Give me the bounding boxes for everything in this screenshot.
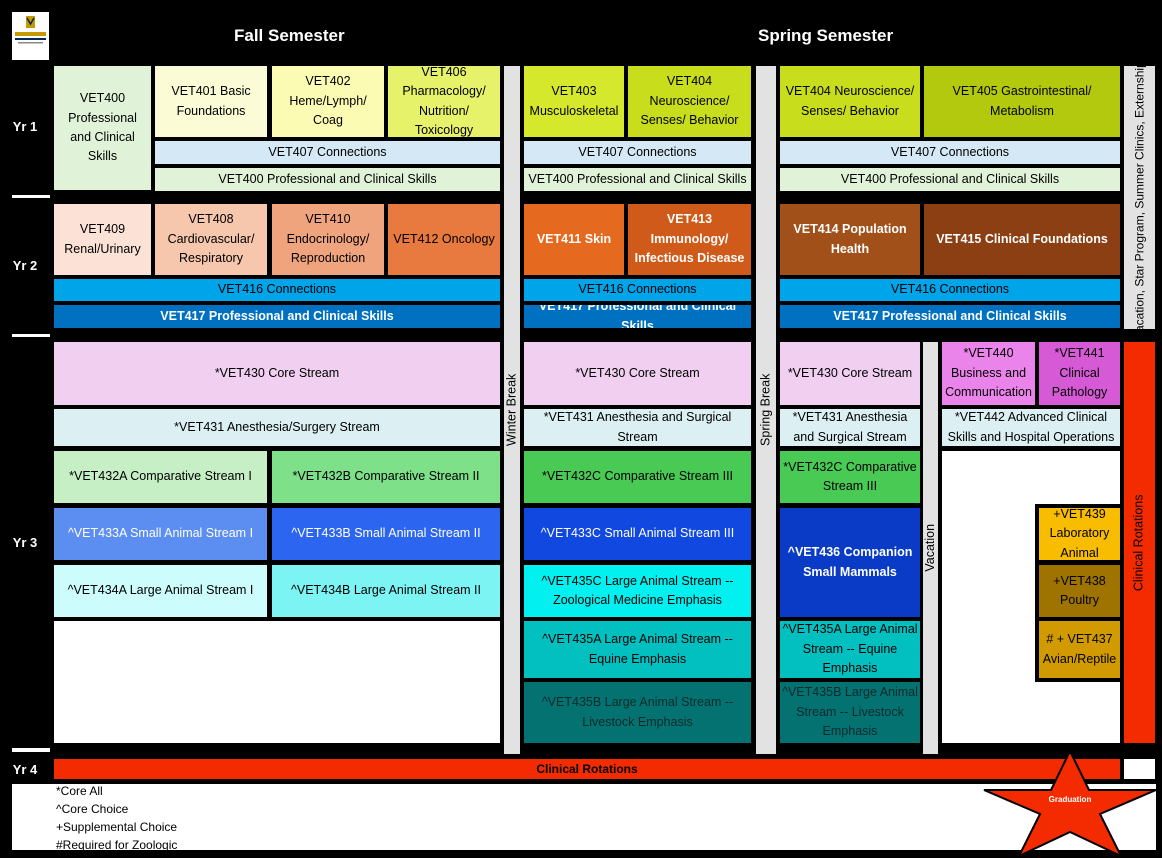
course-vet409: VET409 Renal/Urinary bbox=[54, 204, 151, 275]
legend-area bbox=[12, 784, 1156, 850]
course-vet435b-s2: ^VET435B Large Animal Stream -- Livestoc… bbox=[780, 682, 920, 743]
course-vet434a: ^VET434A Large Animal Stream I bbox=[54, 565, 267, 617]
course-vet407-fall: VET407 Connections bbox=[155, 141, 500, 164]
spring-semester-header: Spring Semester bbox=[758, 26, 894, 45]
course-vet436: ^VET436 Companion Small Mammals bbox=[780, 508, 920, 617]
course-vet416-fall: VET416 Connections bbox=[54, 279, 500, 301]
summer-vacation-bar: Vacation, Star Program, Summer Clinics, … bbox=[1124, 66, 1155, 329]
course-vet434b: ^VET434B Large Animal Stream II bbox=[272, 565, 500, 617]
year-label-3: Yr 3 bbox=[12, 535, 38, 550]
course-vet400-s1: VET400 Professional and Clinical Skills bbox=[524, 168, 751, 191]
course-vet435a-s1: ^VET435A Large Animal Stream -- Equine E… bbox=[524, 621, 751, 678]
legend-core-choice: ^Core Choice bbox=[56, 802, 129, 816]
year-label-4: Yr 4 bbox=[12, 762, 38, 777]
frame-right bbox=[1156, 0, 1162, 858]
course-vet430-fall: *VET430 Core Stream bbox=[54, 342, 500, 405]
empty-cell bbox=[1124, 759, 1155, 779]
course-vet438: +VET438 Poultry bbox=[1039, 565, 1120, 617]
year-label-1: Yr 1 bbox=[12, 119, 38, 134]
course-vet417-fall: VET417 Professional and Clinical Skills bbox=[54, 305, 500, 328]
course-vet432c-s1: *VET432C Comparative Stream III bbox=[524, 451, 751, 503]
year-divider bbox=[12, 748, 50, 752]
course-vet431-s2: *VET431 Anesthesia and Surgical Stream bbox=[780, 409, 920, 446]
legend-core-all: *Core All bbox=[56, 784, 103, 798]
course-vet414: VET414 Population Health bbox=[780, 204, 920, 275]
course-vet405: VET405 Gastrointestinal/ Metabolism bbox=[924, 66, 1120, 137]
course-vet431-fall: *VET431 Anesthesia/Surgery Stream bbox=[54, 409, 500, 446]
course-vet440: *VET440 Business and Communication bbox=[942, 342, 1035, 405]
course-vet417-s1: VET417 Professional and Clinical Skills bbox=[524, 305, 751, 328]
clinical-rotations-vertical-bar: Clinical Rotations bbox=[1124, 342, 1155, 743]
course-vet432b: *VET432B Comparative Stream II bbox=[272, 451, 500, 503]
empty-cell bbox=[54, 621, 500, 743]
course-vet433b: ^VET433B Small Animal Stream II bbox=[272, 508, 500, 560]
graduation-label: Graduation bbox=[1049, 795, 1092, 804]
course-vet400-s2: VET400 Professional and Clinical Skills bbox=[780, 168, 1120, 191]
winter-break-label: Winter Break bbox=[504, 373, 519, 447]
course-vet403: VET403 Musculoskeletal bbox=[524, 66, 624, 137]
course-vet404-s1: VET404 Neuroscience/ Senses/ Behavior bbox=[628, 66, 751, 137]
course-vet416-s2: VET416 Connections bbox=[780, 279, 1120, 301]
vacation-label: Vacation bbox=[923, 524, 937, 572]
course-vet433a: ^VET433A Small Animal Stream I bbox=[54, 508, 267, 560]
course-vet407-s1: VET407 Connections bbox=[524, 141, 751, 164]
course-vet401: VET401 Basic Foundations bbox=[155, 66, 267, 137]
course-vet416-s1: VET416 Connections bbox=[524, 279, 751, 301]
course-vet410: VET410 Endocrinology/ Reproduction bbox=[272, 204, 384, 275]
course-yr4-rot: Clinical Rotations bbox=[54, 759, 1120, 779]
vacation-bar: Vacation bbox=[923, 342, 938, 754]
course-vet442: *VET442 Advanced Clinical Skills and Hos… bbox=[942, 409, 1120, 446]
course-vet415: VET415 Clinical Foundations bbox=[924, 204, 1120, 275]
fall-semester-header: Fall Semester bbox=[234, 26, 345, 45]
course-vet435b-s1: ^VET435B Large Animal Stream -- Livestoc… bbox=[524, 682, 751, 743]
clinical-rotations-vertical-label: Clinical Rotations bbox=[1131, 494, 1146, 591]
year-label-2: Yr 2 bbox=[12, 258, 38, 273]
course-vet441: *VET441 Clinical Pathology bbox=[1039, 342, 1120, 405]
course-vet439: +VET439 Laboratory Animal bbox=[1039, 508, 1120, 560]
year-divider bbox=[12, 195, 50, 198]
summer-vacation-label: Vacation, Star Program, Summer Clinics, … bbox=[1132, 66, 1147, 329]
course-vet431-s1: *VET431 Anesthesia and Surgical Stream bbox=[524, 409, 751, 446]
course-vet411: VET411 Skin bbox=[524, 204, 624, 275]
course-vet412: VET412 Oncology bbox=[388, 204, 500, 275]
course-vet404-s2: VET404 Neuroscience/ Senses/ Behavior bbox=[780, 66, 920, 137]
course-vet402: VET402 Heme/Lymph/ Coag bbox=[272, 66, 384, 137]
course-vet400-fall: VET400 Professional and Clinical Skills bbox=[54, 66, 151, 190]
graduation-star: Graduation bbox=[983, 748, 1157, 858]
course-vet435c: ^VET435C Large Animal Stream -- Zoologic… bbox=[524, 565, 751, 617]
uc-davis-logo bbox=[12, 12, 49, 60]
course-vet413: VET413 Immunology/ Infectious Disease bbox=[628, 204, 751, 275]
course-vet408: VET408 Cardiovascular/ Respiratory bbox=[155, 204, 267, 275]
course-vet432c-s2: *VET432C Comparative Stream III bbox=[780, 451, 920, 503]
course-vet430-s2: *VET430 Core Stream bbox=[780, 342, 920, 405]
spring-break-bar: Spring Break bbox=[756, 66, 776, 754]
course-vet435a-s2: ^VET435A Large Animal Stream -- Equine E… bbox=[780, 621, 920, 678]
legend-required-zoologic: #Required for Zoologic bbox=[56, 838, 178, 852]
frame-top bbox=[0, 0, 1162, 62]
course-vet430-s1: *VET430 Core Stream bbox=[524, 342, 751, 405]
course-vet417-s2: VET417 Professional and Clinical Skills bbox=[780, 305, 1120, 328]
frame-bottom bbox=[0, 850, 1162, 858]
course-vet407-s2: VET407 Connections bbox=[780, 141, 1120, 164]
year-divider bbox=[12, 334, 50, 337]
course-vet400b-fall: VET400 Professional and Clinical Skills bbox=[155, 168, 500, 191]
winter-break-bar: Winter Break bbox=[504, 66, 520, 754]
course-vet406: VET406 Pharmacology/ Nutrition/ Toxicolo… bbox=[388, 66, 500, 137]
legend-supplemental-choice: +Supplemental Choice bbox=[56, 820, 178, 834]
course-vet433c: ^VET433C Small Animal Stream III bbox=[524, 508, 751, 560]
course-vet437: # + VET437 Avian/Reptile bbox=[1039, 621, 1120, 678]
spring-break-label: Spring Break bbox=[758, 373, 773, 447]
course-vet432a: *VET432A Comparative Stream I bbox=[54, 451, 267, 503]
